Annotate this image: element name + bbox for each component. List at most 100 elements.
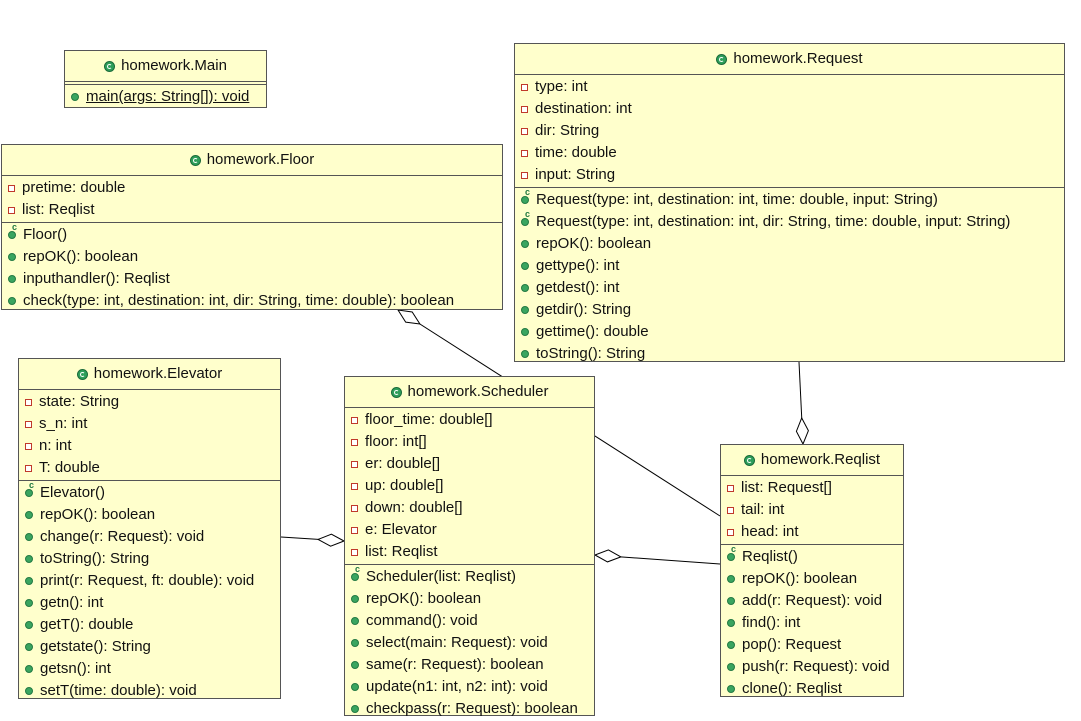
class-icon <box>189 154 201 166</box>
private-field-icon <box>25 442 32 450</box>
member-label: toString(): String <box>536 345 646 362</box>
member-label: select(main: Request): void <box>366 634 548 651</box>
operation-row: print(r: Request, ft: double): void <box>19 570 280 592</box>
private-field-icon <box>727 506 734 514</box>
public-method-icon <box>727 685 735 693</box>
aggregation-diamond <box>396 309 421 325</box>
member-label: input: String <box>535 166 616 183</box>
member-label: time: double <box>535 144 617 161</box>
member-label: floor: int[] <box>365 433 427 450</box>
member-label: pop(): Request <box>742 636 842 653</box>
attributes-compartment: floor_time: double[] floor: int[] er: doub… <box>345 408 594 565</box>
public-method-icon <box>25 665 33 673</box>
public-method-icon <box>71 93 79 101</box>
attribute-row: state: String <box>19 391 280 413</box>
member-label: getdir(): String <box>536 301 632 318</box>
class-name: homework.Reqlist <box>760 451 881 468</box>
member-label: checkpass(r: Request): boolean <box>366 700 578 717</box>
constructor-icon <box>521 188 530 204</box>
operation-row: push(r: Request): void <box>721 656 903 678</box>
member-label: main(args: String[]): void <box>86 88 250 105</box>
public-method-icon <box>351 683 359 691</box>
class-icon <box>743 454 755 466</box>
private-field-icon <box>521 149 528 157</box>
attribute-row: er: double[] <box>345 453 594 475</box>
member-label: list: Reqlist <box>22 201 95 218</box>
attribute-row: list: Reqlist <box>2 199 502 221</box>
operation-row: repOK(): boolean <box>345 588 594 610</box>
attribute-row: head: int <box>721 521 903 543</box>
attribute-row: n: int <box>19 435 280 457</box>
member-label: floor_time: double[] <box>365 411 493 428</box>
member-label: getn(): int <box>40 594 104 611</box>
class-header: homework.Scheduler <box>345 377 594 408</box>
member-label: destination: int <box>535 100 632 117</box>
private-field-icon <box>727 484 734 492</box>
constructor-icon <box>25 481 34 497</box>
member-label: down: double[] <box>365 499 463 516</box>
member-label: inputhandler(): Reqlist <box>23 270 170 287</box>
member-label: getdest(): int <box>536 279 620 296</box>
class-main[interactable]: homework.Main main(args: String[]): void <box>64 50 267 108</box>
public-method-icon <box>727 619 735 627</box>
class-header: homework.Elevator <box>19 359 280 390</box>
class-icon <box>390 386 402 398</box>
operation-row: same(r: Request): boolean <box>345 654 594 676</box>
public-method-icon <box>25 555 33 563</box>
member-label: Scheduler(list: Reqlist) <box>366 568 517 585</box>
class-icon <box>76 368 88 380</box>
public-method-icon <box>727 663 735 671</box>
member-label: Request(type: int, destination: int, dir… <box>536 213 1011 230</box>
member-label: getT(): double <box>40 616 134 633</box>
public-method-icon <box>727 597 735 605</box>
operation-row: getstate(): String <box>19 636 280 658</box>
public-method-icon <box>25 511 33 519</box>
private-field-icon <box>351 416 358 424</box>
private-field-icon <box>521 83 528 91</box>
class-floor[interactable]: homework.Floor pretime: double list: Reqli… <box>1 144 503 310</box>
public-method-icon <box>521 284 529 292</box>
private-field-icon <box>351 504 358 512</box>
operation-row: toString(): String <box>515 343 1064 365</box>
public-method-icon <box>8 275 16 283</box>
class-name: homework.Scheduler <box>407 383 549 400</box>
attribute-row: pretime: double <box>2 177 502 199</box>
operations-compartment: main(args: String[]): void <box>65 85 266 109</box>
class-name: homework.Floor <box>206 151 315 168</box>
operation-row: add(r: Request): void <box>721 590 903 612</box>
member-label: T: double <box>39 459 100 476</box>
member-label: list: Reqlist <box>365 543 438 560</box>
operation-row: inputhandler(): Reqlist <box>2 268 502 290</box>
member-label: getsn(): int <box>40 660 111 677</box>
private-field-icon <box>351 548 358 556</box>
public-method-icon <box>521 262 529 270</box>
class-header: homework.Main <box>65 51 266 82</box>
constructor-row: Scheduler(list: Reqlist) <box>345 565 594 588</box>
member-label: dir: String <box>535 122 600 139</box>
aggregation-diamond <box>795 416 809 446</box>
attribute-row: tail: int <box>721 499 903 521</box>
operation-row: update(n1: int, n2: int): void <box>345 676 594 698</box>
member-label: change(r: Request): void <box>40 528 205 545</box>
attribute-row: time: double <box>515 142 1064 164</box>
member-label: same(r: Request): boolean <box>366 656 544 673</box>
operation-row: getT(): double <box>19 614 280 636</box>
operations-compartment: Request(type: int, destination: int, tim… <box>515 188 1064 366</box>
public-method-icon <box>351 661 359 669</box>
attribute-row: s_n: int <box>19 413 280 435</box>
class-name: homework.Main <box>121 57 227 74</box>
member-label: state: String <box>39 393 120 410</box>
constructor-row: Request(type: int, destination: int, dir… <box>515 210 1064 233</box>
member-label: repOK(): boolean <box>40 506 156 523</box>
operation-row: select(main: Request): void <box>345 632 594 654</box>
member-label: tail: int <box>741 501 785 518</box>
public-method-icon <box>351 595 359 603</box>
